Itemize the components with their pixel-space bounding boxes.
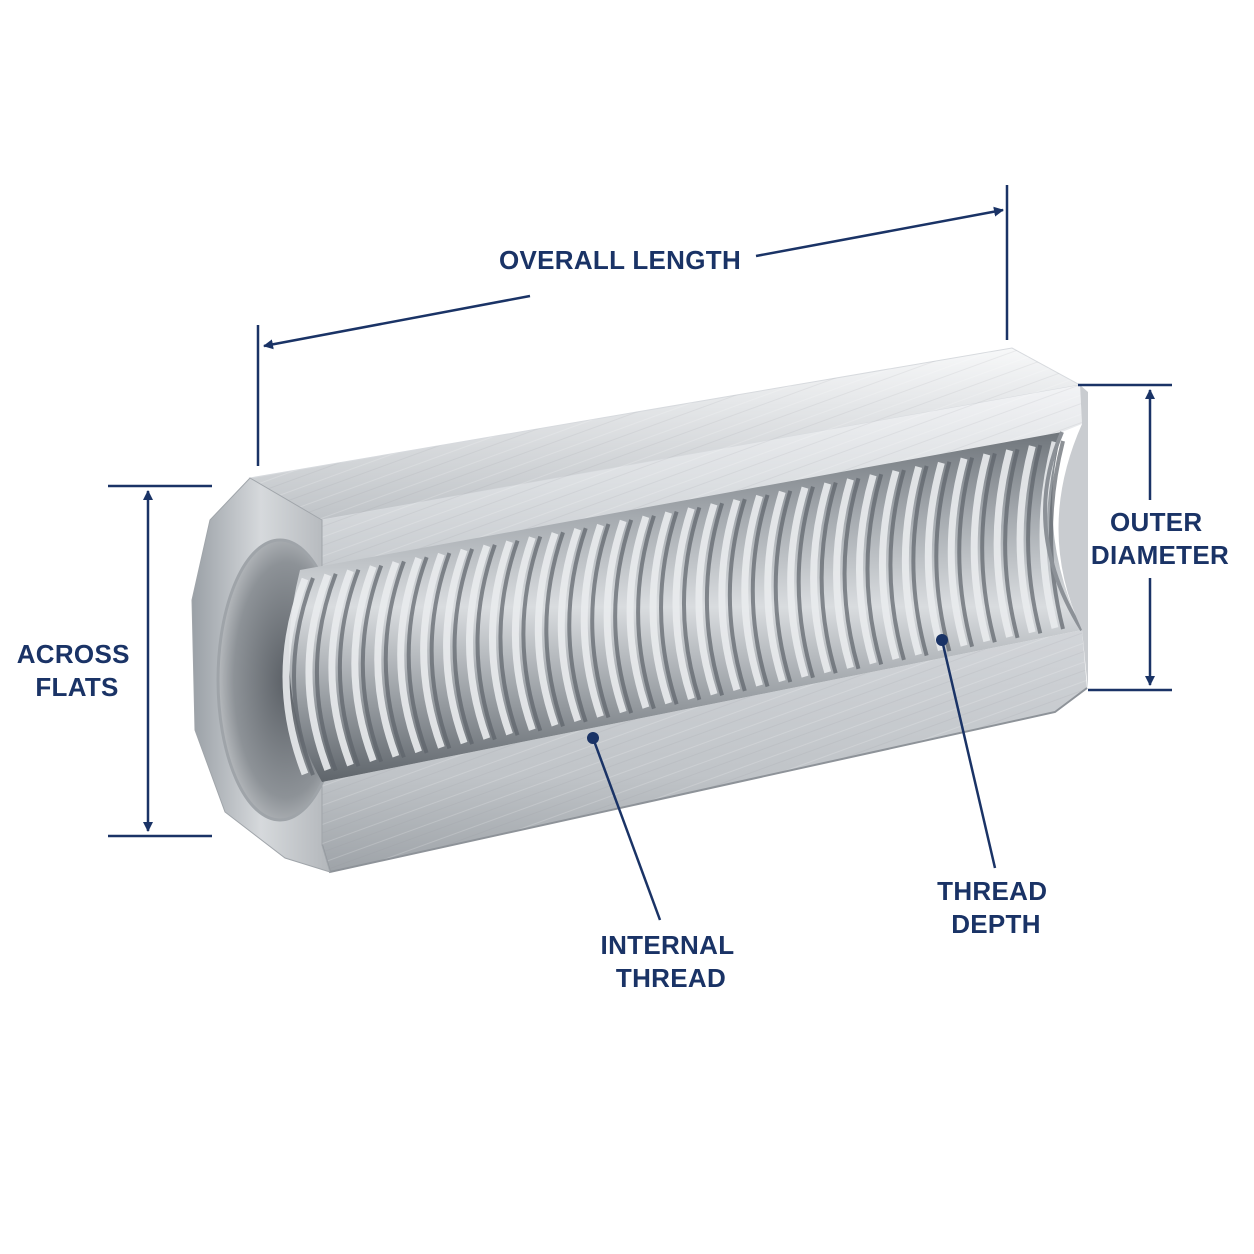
outer-diameter-label: OUTER DIAMETER (1091, 507, 1229, 570)
outer-diameter-dimension: OUTER DIAMETER (1078, 383, 1229, 692)
thread-depth-label: THREAD DEPTH (937, 876, 1055, 939)
thread-groove (796, 486, 815, 679)
thread-depth-callout: THREAD DEPTH (936, 634, 1055, 939)
thread-groove (727, 498, 747, 692)
thread-groove (521, 535, 543, 732)
overall-length-dimension: OVERALL LENGTH (256, 185, 1009, 466)
thread-ridge (351, 565, 377, 762)
thread-ridge (420, 552, 445, 749)
thread-ridge (947, 457, 968, 647)
overall-length-label: OVERALL LENGTH (499, 245, 741, 275)
thread-ridge (855, 474, 877, 665)
thread-ridge (787, 486, 809, 678)
thread-ridge (878, 470, 900, 660)
thread-ridge (443, 548, 468, 745)
thread-groove (1003, 448, 1020, 639)
thread-ridge (580, 523, 604, 718)
thread-groove (383, 560, 406, 758)
internal-thread-label: INTERNAL THREAD (601, 930, 742, 993)
thread-groove (544, 531, 565, 727)
thread-ridge (741, 494, 763, 687)
thread-groove (865, 473, 884, 665)
thread-ridge (374, 561, 400, 758)
thread-groove (452, 548, 474, 745)
dimension-arrow-right (755, 206, 1004, 258)
thread-groove (636, 515, 656, 710)
internal-thread-callout: INTERNAL THREAD (587, 732, 742, 993)
thread-groove (1049, 440, 1065, 630)
thread-groove (888, 469, 906, 661)
thread-groove (613, 519, 634, 714)
thread-groove (498, 539, 520, 736)
thread-groove (911, 465, 929, 657)
dimension-arrow-left (263, 294, 531, 350)
thread-groove (315, 573, 338, 772)
thread-ridge (649, 511, 672, 705)
thread-ridge (901, 465, 923, 656)
thread-ridge (833, 478, 854, 669)
thread-ridge (466, 544, 491, 740)
thread-groove (567, 527, 588, 723)
thread-groove (819, 481, 838, 674)
thread-ridge (695, 503, 718, 696)
thread-ridge (672, 507, 695, 700)
thread-groove (682, 506, 702, 701)
thread-groove (980, 452, 997, 643)
thread-groove (360, 564, 384, 763)
thread-groove (292, 577, 315, 776)
thread-groove (842, 477, 861, 670)
across-flats-label: ACROSS FLATS (17, 639, 138, 702)
thread-ridge (810, 482, 832, 674)
thread-ridge (970, 453, 991, 643)
thread-ridges (282, 440, 1065, 776)
thread-ridge (626, 515, 650, 709)
thread-groove (590, 523, 611, 719)
thread-groove (659, 510, 679, 705)
coupling-nut (191, 347, 1088, 874)
thread-groove (704, 502, 724, 696)
thread-groove (337, 568, 361, 767)
thread-groove (1026, 444, 1043, 634)
thread-ridge (764, 490, 786, 683)
leader-line (591, 737, 662, 921)
thread-ridge (718, 499, 741, 691)
thread-ridge (305, 573, 331, 771)
thread-ridge (534, 532, 559, 727)
thread-ridge (924, 461, 945, 652)
thread-ridge (282, 577, 309, 776)
thread-ridge (397, 557, 422, 754)
across-flats-dimension: ACROSS FLATS (17, 484, 212, 838)
thread-groove (934, 461, 952, 652)
thread-ridge (993, 449, 1013, 638)
thread-ridge (328, 569, 354, 767)
thread-ridge (1016, 445, 1036, 634)
leader-line (940, 639, 997, 869)
thread-groove (406, 556, 429, 754)
thread-groove (773, 490, 793, 683)
thread-ridge (557, 528, 582, 723)
thread-groove (475, 544, 497, 741)
thread-ridge (489, 540, 513, 736)
thread-ridge (511, 536, 536, 731)
thread-groove (750, 494, 770, 688)
thread-groove (429, 552, 452, 750)
thread-ridge (603, 519, 627, 714)
thread-groove (957, 457, 975, 648)
